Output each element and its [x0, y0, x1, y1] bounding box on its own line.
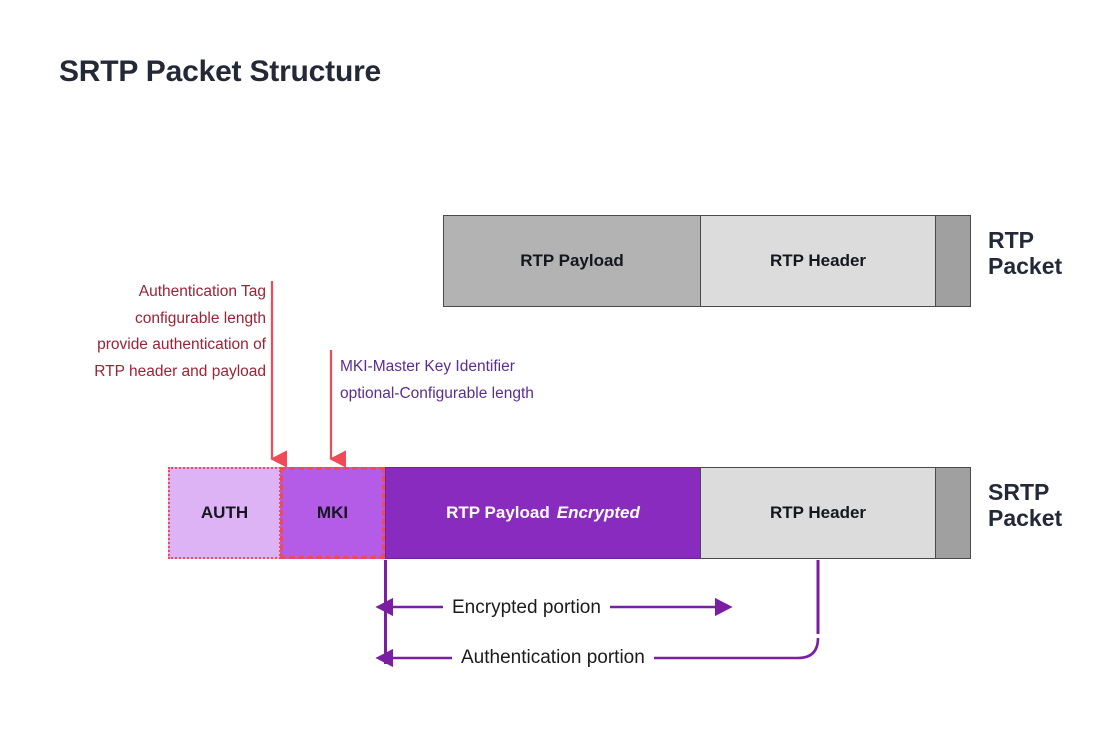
srtp-header-block: RTP Header — [700, 467, 936, 559]
srtp-packet-side-label: SRTP Packet — [988, 479, 1063, 532]
srtp-side-label-line2: Packet — [988, 504, 1063, 531]
srtp-payload-label: RTP Payload — [446, 503, 550, 522]
auth-annotation-line1: Authentication Tag — [138, 283, 266, 300]
rtp-payload-block: RTP Payload — [443, 215, 701, 307]
srtp-trailer-block — [935, 467, 971, 559]
auth-block-label: AUTH — [200, 503, 249, 522]
auth-annotation-line4: RTP header and payload — [94, 362, 266, 380]
page-title: SRTP Packet Structure — [59, 55, 382, 88]
srtp-side-label-line1: SRTP — [988, 479, 1050, 505]
rtp-side-label-line1: RTP — [988, 227, 1034, 253]
auth-annotation-text: Authentication Tag configurable length p… — [0, 279, 266, 386]
auth-annotation-line2: configurable length — [135, 309, 266, 327]
srtp-header-label: RTP Header — [769, 503, 867, 522]
mki-block-label: MKI — [316, 503, 349, 522]
srtp-payload-block: RTP Payload Encrypted — [385, 467, 701, 559]
mki-block: MKI — [280, 467, 385, 559]
auth-annotation-line3: provide authentication of — [97, 336, 266, 354]
rtp-packet-side-label: RTP Packet — [988, 227, 1063, 280]
mki-annotation-line2: optional-Configurable length — [340, 384, 534, 402]
rtp-trailer-block — [935, 215, 971, 307]
rtp-side-label-line2: Packet — [988, 252, 1063, 279]
mki-annotation-text: MKI-Master Key Identifier optional-Confi… — [340, 354, 670, 407]
srtp-payload-encrypted-label: Encrypted — [556, 503, 640, 522]
rtp-header-block: RTP Header — [700, 215, 936, 307]
rtp-payload-label: RTP Payload — [520, 251, 624, 270]
mki-annotation-line1: MKI-Master Key Identifier — [340, 358, 515, 375]
encrypted-portion-label: Encrypted portion — [443, 597, 610, 619]
auth-block: AUTH — [168, 467, 281, 559]
authentication-portion-label: Authentication portion — [452, 647, 654, 669]
rtp-header-label: RTP Header — [769, 251, 867, 270]
